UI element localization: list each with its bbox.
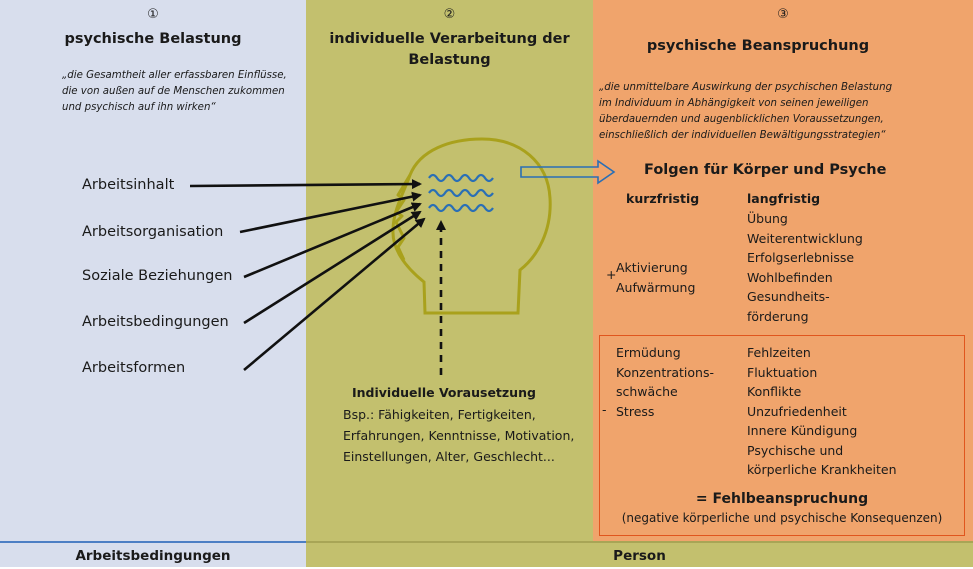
factor-arbeitsbedingungen: Arbeitsbedingungen — [82, 314, 229, 330]
factor-soziale-beziehungen: Soziale Beziehungen — [82, 268, 233, 284]
list-item: Innere Kündigung — [747, 423, 858, 438]
list-item: Fehlzeiten — [747, 345, 811, 360]
title-verarbeitung: individuelle Verarbeitung der Belastung — [306, 29, 593, 71]
list-item: Aktivierung — [616, 260, 688, 275]
list-item: Konzentrations- — [616, 364, 714, 380]
quote-line: einschließlich der individuellen Bewälti… — [599, 130, 886, 141]
arrow-to-consequences — [520, 159, 616, 185]
title-beanspruchung: psychische Beanspruchung — [646, 38, 870, 54]
arrow-arbeitsinhalt — [189, 179, 422, 190]
footer-person: Person — [306, 541, 973, 567]
step-number-2: ② — [443, 7, 456, 22]
column-beanspruchung — [593, 0, 973, 541]
prereq-examples: Bsp.: Fähigkeiten, Fertigkeiten, Erfahru… — [343, 404, 574, 467]
negative-long: Fehlzeiten Fluktuation Konflikte Unzufri… — [747, 343, 897, 480]
list-item: Gesundheits- — [747, 289, 830, 304]
negative-consequences-box — [599, 335, 965, 536]
quote-line: überdauernden und augenblicklichen Vorau… — [599, 114, 884, 125]
step-number-1: ① — [147, 7, 159, 22]
arrow-arbeitsbedingungen — [243, 210, 422, 325]
quote-line: im Individuum in Abhängigkeit von seinen… — [599, 98, 869, 109]
quote-belastung: „die Gesamtheit aller erfassbaren Einflü… — [62, 68, 287, 116]
list-item: Unzufriedenheit — [747, 403, 847, 419]
quote-line: und psychisch auf ihn wirken“ — [62, 102, 216, 113]
list-item: Stress — [616, 403, 655, 419]
head-face — [394, 174, 412, 261]
step-number-3: ③ — [777, 7, 789, 22]
list-item: Übung — [747, 211, 788, 226]
consequences-title: Folgen für Körper und Psyche — [644, 162, 887, 178]
positive-short: Aktivierung Aufwärmung — [616, 258, 695, 297]
wave — [428, 188, 494, 198]
arrow-arbeitsformen — [243, 217, 426, 371]
list-item: körperliche Krankheiten — [747, 462, 897, 477]
list-item: Fluktuation — [747, 364, 818, 380]
quote-beanspruchung: „die unmittelbare Auswirkung der psychis… — [599, 80, 892, 144]
arrow-arbeitsorganisation — [239, 191, 422, 234]
fehlbeanspruchung-subtitle: (negative körperliche und psychische Kon… — [621, 511, 943, 525]
list-item: Wohlbefinden — [747, 269, 833, 285]
prereq-line: Erfahrungen, Kenntnisse, Motivation, — [343, 428, 575, 443]
prereq-title: Individuelle Vorausetzung — [352, 385, 536, 400]
arrow-soziale-beziehungen — [243, 202, 422, 279]
label-kurzfristig: kurzfristig — [626, 191, 700, 206]
label-langfristig: langfristig — [747, 191, 821, 206]
quote-line: die von außen auf de Menschen zukommen — [62, 86, 285, 97]
fehlbeanspruchung-title: = Fehlbeanspruchung — [695, 491, 869, 507]
list-item: Ermüdung — [616, 345, 681, 360]
brain-waves — [428, 173, 494, 213]
prereq-line: Bsp.: Fähigkeiten, Fertigkeiten, — [343, 407, 536, 422]
minus-sign: - — [602, 402, 607, 417]
input-arrows — [189, 179, 426, 371]
title-line: individuelle Verarbeitung der — [329, 31, 570, 47]
list-item: Konflikte — [747, 384, 802, 399]
head-outline — [391, 137, 552, 315]
list-item: Weiterentwicklung — [747, 230, 863, 246]
list-item: förderung — [747, 308, 809, 324]
list-item: Erfolgserlebnisse — [747, 250, 855, 265]
title-belastung: psychische Belastung — [64, 31, 242, 47]
factor-arbeitsinhalt: Arbeitsinhalt — [82, 177, 175, 193]
negative-short: Ermüdung Konzentrations- schwäche Stress — [616, 343, 714, 421]
prereq-line: Einstellungen, Alter, Geschlecht... — [343, 449, 555, 464]
column-belastung — [0, 0, 306, 541]
positive-long: Übung Weiterentwicklung Erfolgserlebniss… — [747, 209, 863, 326]
quote-line: „die unmittelbare Auswirkung der psychis… — [599, 82, 893, 93]
factor-arbeitsformen: Arbeitsformen — [82, 360, 186, 376]
factor-arbeitsorganisation: Arbeitsorganisation — [82, 224, 224, 240]
wave — [428, 203, 494, 213]
wave — [428, 173, 494, 183]
list-item: schwäche — [616, 384, 678, 399]
list-item: Psychische und — [747, 442, 844, 458]
list-item: Aufwärmung — [616, 279, 696, 295]
title-line: Belastung — [408, 52, 491, 68]
column-verarbeitung — [306, 0, 593, 541]
plus-sign: + — [606, 267, 617, 282]
footer-arbeitsbedingungen: Arbeitsbedingungen — [0, 541, 306, 567]
quote-line: „die Gesamtheit aller erfassbaren Einflü… — [62, 70, 287, 81]
